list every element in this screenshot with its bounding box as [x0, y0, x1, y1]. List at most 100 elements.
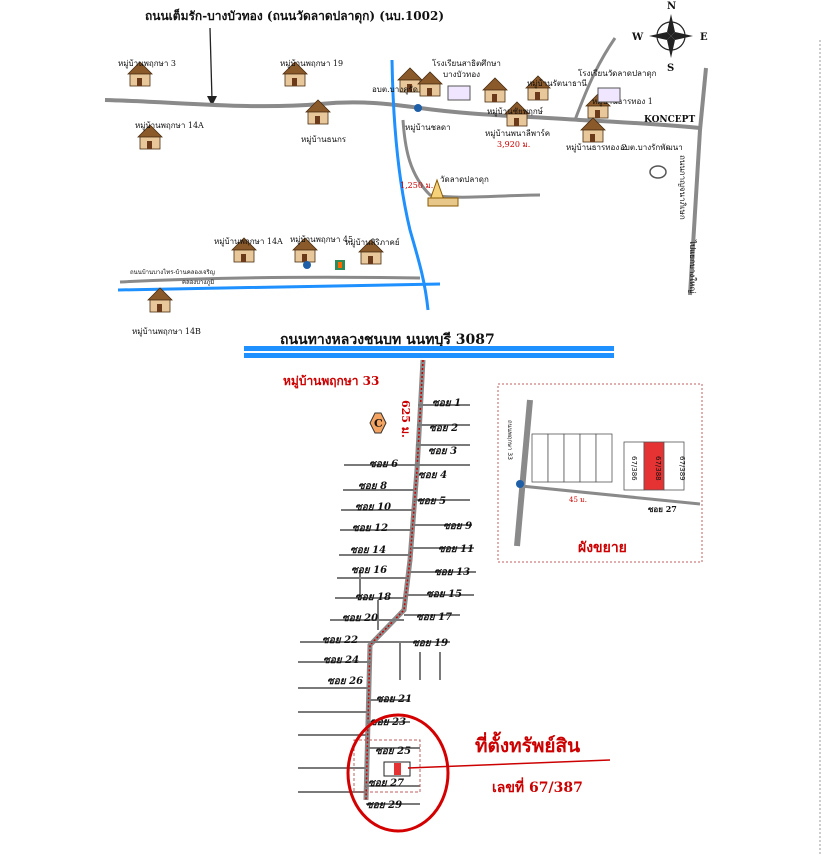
- school-2-label: โรงเรียนวัดลาดปลาดุก: [578, 68, 657, 78]
- inset-map: ถนนพฤกษา 33 67/386 67/388 67/389 45 ม. ซ…: [497, 383, 703, 563]
- plot-67-389: 67/389: [678, 456, 686, 481]
- house-icon: [482, 77, 508, 103]
- soi-label-8: ซอย 8: [358, 481, 387, 492]
- plot-67-386: 67/386: [630, 456, 638, 481]
- soi-label-24: ซอย 24: [323, 655, 359, 666]
- inset-distance: 45 ม.: [569, 496, 587, 504]
- house-icon: [137, 124, 163, 150]
- svg-text:C: C: [374, 417, 383, 430]
- soi-label-11: ซอย 11: [438, 544, 474, 555]
- house-icon: [127, 61, 153, 87]
- soi-label-4: ซอย 4: [418, 470, 447, 481]
- house-icon: [504, 101, 530, 127]
- inset-plots: [531, 433, 685, 491]
- house-icon: [417, 71, 443, 97]
- soi-label-13: ซอย 13: [434, 567, 470, 578]
- village-label: หมู่บ้านสิริภาคย์: [345, 237, 400, 248]
- arrow-head-icon: [207, 96, 217, 106]
- soi-label-26: ซอย 26: [327, 676, 363, 687]
- soi-label-25: ซอย 25: [375, 746, 411, 757]
- house-icon: [358, 239, 384, 265]
- property-lot: [394, 763, 401, 775]
- inset-pin-icon: [516, 480, 524, 488]
- village-label: หมู่บ้านพฤกษา 14A: [135, 121, 204, 131]
- soi-label-21: ซอย 21: [376, 694, 412, 705]
- top-map: ถนนเต็มรัก-บางบัวทอง (ถนนวัดลาดปลาดุก) (…: [104, 1, 708, 337]
- temple-road: [401, 119, 541, 199]
- canal-horizontal: [117, 282, 441, 292]
- house-icon: [147, 287, 173, 313]
- inset-lot: [579, 433, 597, 483]
- temple-label: วัดลาดปลาดุก: [440, 175, 489, 184]
- inset-soi-label: ซอย 27: [648, 504, 677, 514]
- soi-label-15: ซอย 15: [426, 589, 462, 600]
- inset-lot: [531, 433, 549, 483]
- abt-2-label: อบต.บางรักพัฒนา: [620, 143, 683, 152]
- compass-w: W: [631, 32, 644, 43]
- soi-label-3: ซอย 3: [428, 446, 457, 457]
- inset-title: ผังขยาย: [578, 540, 627, 556]
- village-label: หมู่บ้านรัตนาธานี: [527, 79, 587, 89]
- village-label: หมู่บ้านพนาลีพาร์ค: [485, 128, 550, 139]
- location-pin-icon: [303, 261, 311, 269]
- school-building-icon: [447, 85, 471, 101]
- inset-lot: [547, 433, 565, 483]
- canal-label: คลองบางภูมิ: [182, 279, 214, 286]
- soi-label-23: ซอย 23: [370, 717, 406, 728]
- inset-plot: [663, 441, 685, 491]
- top-road-title: ถนนเต็มรัก-บางบัวทอง (ถนนวัดลาดปลาดุก) (…: [145, 8, 444, 24]
- road-pointer-arrow: [209, 27, 213, 101]
- side-streets: [298, 404, 476, 805]
- location-pin-icon: [414, 104, 422, 112]
- inset-lot: [595, 433, 613, 483]
- bottom-map: ถนนทางหลวงชนบท นนทบุรี 3087 หมู่บ้านพฤกษ…: [244, 332, 614, 833]
- soi-label-20: ซอย 20: [342, 613, 378, 624]
- main-road-title: ถนนทางหลวงชนบท นนทบุรี 3087: [280, 332, 495, 348]
- soi-label-22: ซอย 22: [322, 635, 358, 646]
- distance-2: 1,250 ม.: [400, 181, 433, 190]
- inset-road-label: ถนนพฤกษา 33: [506, 420, 513, 460]
- compass-s: S: [667, 63, 674, 74]
- school-2-building-icon: [597, 87, 621, 103]
- soi-label-29: ซอย 29: [366, 800, 402, 811]
- distance-625: 625 ม.: [399, 400, 412, 438]
- canal-road: [119, 275, 421, 284]
- village-label: หมู่บ้านพฤกษา 45: [290, 235, 353, 245]
- house-icon: [292, 237, 318, 263]
- koncept-logo: KONCEPT: [644, 115, 695, 125]
- abt-label: อบต.บางคูรัด: [372, 85, 418, 95]
- highway-centerline: [244, 351, 614, 353]
- soi-label-10: ซอย 10: [355, 502, 391, 513]
- village-label: หมู่บ้านพฤกษา 14B: [132, 327, 201, 337]
- soi-label-27: ซอย 27: [368, 778, 404, 789]
- compass-e: E: [700, 32, 708, 43]
- village-houses: [127, 61, 611, 313]
- village-label: หมู่บ้านพฤกษา 3: [118, 59, 176, 69]
- soi-label-6: ซอย 6: [369, 459, 398, 470]
- property-pointer-line: [407, 759, 611, 769]
- soi-label-2: ซอย 2: [429, 423, 458, 434]
- village-label: หมู่บ้านพฤกษา 14A: [214, 237, 283, 247]
- compass-n: N: [667, 1, 676, 12]
- school-label: โรงเรียนสาธิตศึกษา: [432, 58, 501, 68]
- house-icon: [525, 75, 551, 101]
- seven-eleven-icon: [335, 260, 345, 270]
- kanchana-label: ถนนกาญจนาภิเษก: [678, 155, 687, 220]
- temple-icon: [427, 178, 459, 207]
- village-label: หมู่บ้านชัยพฤกษ์: [487, 106, 543, 117]
- village-33-title: หมู่บ้านพฤกษา 33: [283, 374, 379, 389]
- property-number: เลขที่ 67/387: [492, 777, 583, 796]
- soi-label-17: ซอย 17: [416, 612, 452, 623]
- canal-vertical: [390, 59, 430, 311]
- village-label: หมู่บ้านธารทอง 1: [592, 97, 653, 107]
- soi-label-12: ซอย 12: [352, 523, 388, 534]
- lotus-logo-icon: [649, 165, 667, 179]
- soi-label-1: ซอย 1: [432, 398, 461, 409]
- village-label: หมู่บ้านธารทอง 2: [566, 143, 627, 153]
- soi-label-16: ซอย 16: [351, 565, 387, 576]
- kanchana-road: [688, 67, 708, 296]
- village-label: หมู่บ้านชลดา: [405, 123, 451, 133]
- distance-1: 3,920 ม.: [497, 140, 530, 149]
